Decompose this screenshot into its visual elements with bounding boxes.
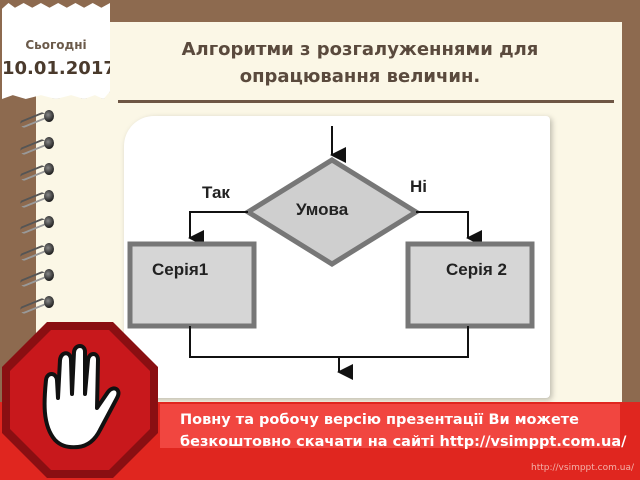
title-line-2: опрацювання величин. <box>239 66 481 87</box>
series-1-label: Серія1 <box>152 260 209 279</box>
banner-text: Повну та робочу версію презентації Ви мо… <box>180 409 626 453</box>
date-label: Сьогодні <box>25 38 87 52</box>
date-note: Сьогодні 10.01.2017 <box>2 3 110 99</box>
banner-line-1: Повну та робочу версію презентації Ви мо… <box>180 412 580 428</box>
series-2-label: Серія 2 <box>446 260 507 279</box>
condition-label: Умова <box>296 200 349 219</box>
title-divider <box>118 100 614 103</box>
slide-title: Алгоритми з розгалуженнями для опрацюван… <box>150 36 570 90</box>
date-value: 10.01.2017 <box>2 58 116 79</box>
watermark-link[interactable]: http://vsimppt.com.ua/ <box>530 463 634 473</box>
spiral-binding <box>14 108 54 320</box>
stop-hand-icon <box>2 322 158 478</box>
banner-highlight <box>160 404 620 448</box>
banner-line-2[interactable]: безкоштовно скачати на сайті http://vsim… <box>180 434 627 450</box>
title-line-1: Алгоритми з розгалуженнями для <box>181 39 539 60</box>
yes-label: Так <box>202 183 230 202</box>
no-label: Ні <box>410 177 427 196</box>
